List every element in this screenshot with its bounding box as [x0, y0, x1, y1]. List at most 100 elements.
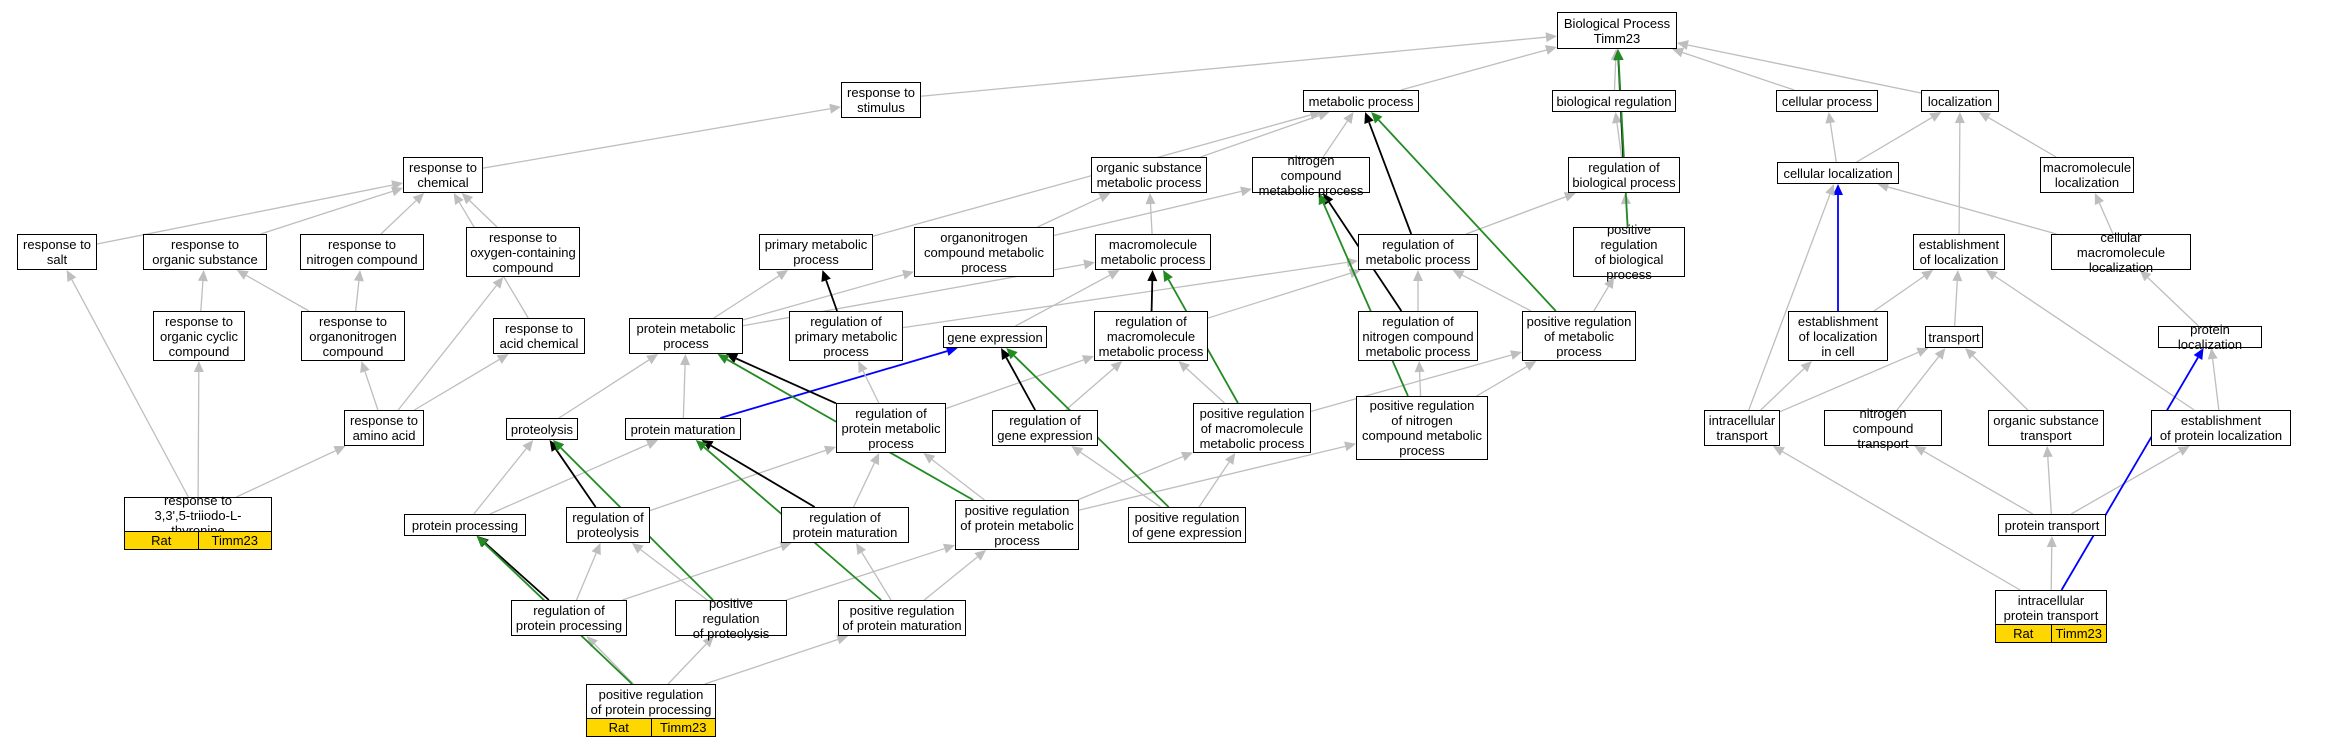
edge-positively-regulates	[1378, 119, 1557, 312]
edge-positively-regulates	[1322, 202, 1409, 397]
go-term-bioreg[interactable]: biological regulation	[1552, 90, 1676, 112]
arrowhead-is-a	[1240, 186, 1252, 197]
go-term-macroloc[interactable]: macromolecule localization	[2040, 157, 2134, 193]
edge-is-a	[1593, 286, 1610, 312]
arrowhead-is-a	[1677, 40, 1689, 50]
go-term-bp[interactable]: Biological Process Timm23	[1557, 12, 1677, 49]
arrowhead-is-a	[856, 543, 867, 555]
go-term-intracell[interactable]: intracellular transport	[1704, 410, 1780, 446]
go-term-geneexpr[interactable]: gene expression	[943, 326, 1047, 348]
edge-is-a	[1953, 280, 1958, 327]
go-term-organonitroresp[interactable]: response to organonitrogen compound	[301, 311, 405, 361]
arrowhead-is-a	[586, 636, 598, 648]
arrowhead-is-a	[1107, 270, 1120, 280]
edge-is-a	[1015, 274, 1111, 327]
go-term-oxygen[interactable]: response to oxygen-containing compound	[466, 227, 580, 277]
go-term-prottrans[interactable]: protein transport	[1998, 514, 2106, 536]
go-term-protloc[interactable]: protein localization	[2158, 322, 2262, 352]
go-term-primary[interactable]: primary metabolic process	[759, 234, 873, 270]
go-term-posregprotmat[interactable]: positive regulation of protein maturatio…	[838, 600, 966, 636]
go-term-protmat[interactable]: protein maturation	[625, 418, 741, 440]
go-term-estcell[interactable]: establishment of localization in cell	[1788, 311, 1888, 361]
go-term-posregproteo[interactable]: positive regulation of proteolysis	[675, 596, 787, 641]
go-term-posreggene[interactable]: positive regulation of gene expression	[1128, 507, 1246, 543]
edge-is-a	[1077, 455, 1184, 501]
arrowhead-is-a	[858, 361, 868, 374]
arrowhead-is-a	[631, 543, 644, 554]
go-term-regnitro[interactable]: regulation of nitrogen compound metaboli…	[1358, 311, 1478, 361]
go-term-intraprot[interactable]: intracellular protein transport	[1995, 590, 2107, 626]
go-term-orgcyclic[interactable]: response to organic cyclic compound	[153, 311, 245, 361]
go-term-nitrometab[interactable]: nitrogen compound metabolic process	[1252, 153, 1370, 198]
go-term-salt[interactable]: response to salt	[17, 234, 97, 270]
edge-is-a	[489, 443, 649, 515]
arrowhead-is-a	[1083, 259, 1095, 270]
go-term-regproteo[interactable]: regulation of proteolysis	[566, 507, 650, 543]
go-term-posregbio[interactable]: positive regulation of biological proces…	[1573, 222, 1685, 282]
arrowhead-regulates	[821, 270, 831, 283]
go-term-cellproc[interactable]: cellular process	[1776, 90, 1878, 112]
edges	[66, 32, 2220, 685]
go-term-regprotmetab[interactable]: regulation of protein metabolic process	[836, 403, 946, 453]
go-term-proteolysis[interactable]: proteolysis	[506, 418, 578, 440]
go-term-posregmetab[interactable]: positive regulation of metabolic process	[1522, 311, 1636, 361]
arrowhead-is-a	[1825, 112, 1836, 124]
go-term-orgsubresp[interactable]: response to organic substance	[143, 234, 267, 270]
go-term-posregnitro[interactable]: positive regulation of nitrogen compound…	[1356, 396, 1488, 460]
go-term-regprotmat[interactable]: regulation of protein maturation	[781, 507, 909, 543]
go-term-cellmacroloc[interactable]: cellular macromolecule localization	[2051, 230, 2191, 275]
go-term-nitrotrans[interactable]: nitrogen compound transport	[1824, 406, 1942, 451]
edge-is-a	[469, 200, 498, 228]
edge-is-a	[622, 545, 782, 601]
go-term-posregprotmetab[interactable]: positive regulation of protein metabolic…	[955, 500, 1079, 550]
edge-is-a	[1465, 196, 1566, 235]
go-term-cellloc[interactable]: cellular localization	[1777, 162, 1899, 184]
edge-regulates	[1368, 121, 1413, 235]
go-term-chemical[interactable]: response to chemical	[403, 157, 483, 193]
species-label: Rat	[608, 720, 629, 736]
edge-is-a	[1779, 351, 1919, 413]
go-term-estloc[interactable]: establishment of localization	[1913, 234, 2005, 270]
go-term-regprotproc[interactable]: regulation of protein processing	[511, 600, 627, 636]
go-term-regbio[interactable]: regulation of biological process	[1568, 157, 1680, 193]
arrowhead-is-a	[1344, 441, 1356, 452]
go-term-stimulus[interactable]: response to stimulus	[841, 82, 921, 118]
go-term-macrometab[interactable]: macromolecule metabolic process	[1095, 234, 1211, 270]
go-term-protmetab[interactable]: protein metabolic process	[629, 318, 743, 354]
go-term-transport[interactable]: transport	[1925, 326, 1983, 348]
arrowhead-regulates	[1147, 270, 1158, 282]
go-term-triiodo[interactable]: response to 3,3',5-triiodo-L-thyronine	[124, 493, 272, 538]
go-term-orgsub[interactable]: organic substance metabolic process	[1091, 157, 1207, 193]
gene-label: Timm23	[650, 719, 716, 737]
arrowhead-is-a	[591, 543, 601, 556]
arrowhead-is-a	[902, 269, 914, 280]
go-term-orgtrans[interactable]: organic substance transport	[1988, 410, 2104, 446]
edge-is-a	[1972, 355, 2029, 411]
go-term-estprotloc[interactable]: establishment of protein localization	[2151, 410, 2291, 446]
go-term-posregprotproc[interactable]: positive regulation of protein processin…	[586, 684, 716, 720]
go-term-reggene[interactable]: regulation of gene expression	[992, 410, 1098, 446]
go-term-protproc[interactable]: protein processing	[404, 514, 526, 536]
go-term-posregmacro[interactable]: positive regulation of macromolecule met…	[1193, 403, 1311, 453]
arrowhead-is-a	[1081, 355, 1094, 365]
edge-is-a	[71, 279, 189, 498]
arrowhead-is-a	[702, 636, 714, 648]
go-term-acid[interactable]: response to acid chemical	[493, 318, 585, 354]
go-term-regprimary[interactable]: regulation of primary metabolic process	[789, 311, 903, 361]
go-term-metabolic[interactable]: metabolic process	[1303, 90, 1419, 112]
go-term-nitroresp[interactable]: response to nitrogen compound	[300, 234, 424, 270]
go-term-localization[interactable]: localization	[1921, 90, 1999, 112]
edge-is-a	[1682, 51, 1795, 91]
edge-is-a	[1896, 356, 1940, 411]
go-term-regmetab[interactable]: regulation of metabolic process	[1358, 234, 1478, 270]
edge-is-a	[1616, 122, 1623, 158]
edge-is-a	[704, 638, 838, 685]
go-term-organonitro[interactable]: organonitrogen compound metabolic proces…	[914, 227, 1054, 277]
go-term-regmacro[interactable]: regulation of macromolecule metabolic pr…	[1094, 311, 1208, 361]
go-term-aminoacid[interactable]: response to amino acid	[344, 410, 424, 446]
arrowhead-is-a	[1978, 112, 1991, 122]
edge-is-a	[397, 285, 497, 411]
arrowhead-is-a	[1954, 112, 1965, 124]
edge-is-a	[1856, 117, 1933, 163]
arrowhead-positively-regulates	[553, 440, 565, 452]
